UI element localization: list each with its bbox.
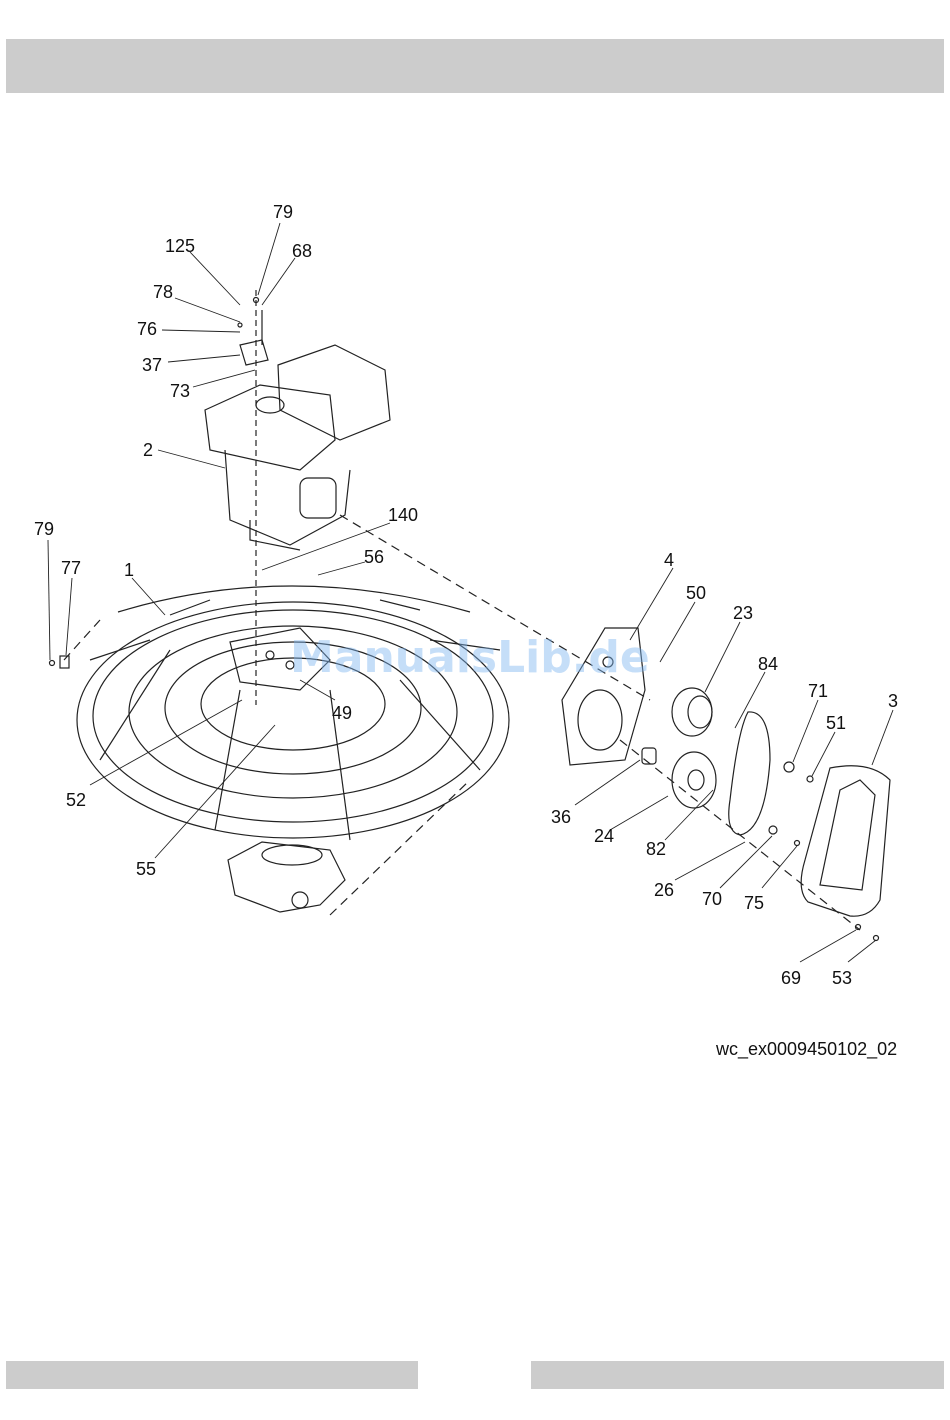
callout-label: 26 [654,880,674,900]
callout-label: 2 [143,440,153,460]
callout-label: 23 [733,603,753,623]
callout-label: 79 [34,519,54,539]
footer-bar-left [6,1361,418,1389]
callout-label: 52 [66,790,86,810]
trowel-ring [77,586,509,840]
callout-label: 55 [136,859,156,879]
callout-label: 68 [292,241,312,261]
callout-label: 56 [364,547,384,567]
callout-label: 3 [888,691,898,711]
callout-label: 77 [61,558,81,578]
callout-label: 1 [124,560,134,580]
callout-label: 49 [332,703,352,723]
callout-label: 76 [137,319,157,339]
callout-label: 75 [744,893,764,913]
callout-labels: 79 125 68 78 76 37 73 2 140 79 77 1 56 4… [34,202,898,988]
callout-label: 51 [826,713,846,733]
callout-label: 84 [758,654,778,674]
callout-label: 140 [388,505,418,525]
callout-label: 69 [781,968,801,988]
callout-label: 36 [551,807,571,827]
bracket-assembly [238,290,268,705]
callout-label: 73 [170,381,190,401]
callout-label: 53 [832,968,852,988]
callout-label: 50 [686,583,706,603]
pulleys [642,688,716,808]
figure-code: wc_ex0009450102_02 [716,1039,897,1060]
callout-label: 71 [808,681,828,701]
callout-label: 24 [594,826,614,846]
callout-label: 78 [153,282,173,302]
callout-label: 70 [702,889,722,909]
footer-bar-right [531,1361,944,1389]
callout-label: 37 [142,355,162,375]
v-belt [729,712,770,835]
callout-label: 79 [273,202,293,222]
gearbox [228,842,345,912]
callout-label: 4 [664,550,674,570]
watermark: ManualsLib.de [290,632,650,683]
callout-label: 125 [165,236,195,256]
callout-label: 82 [646,839,666,859]
